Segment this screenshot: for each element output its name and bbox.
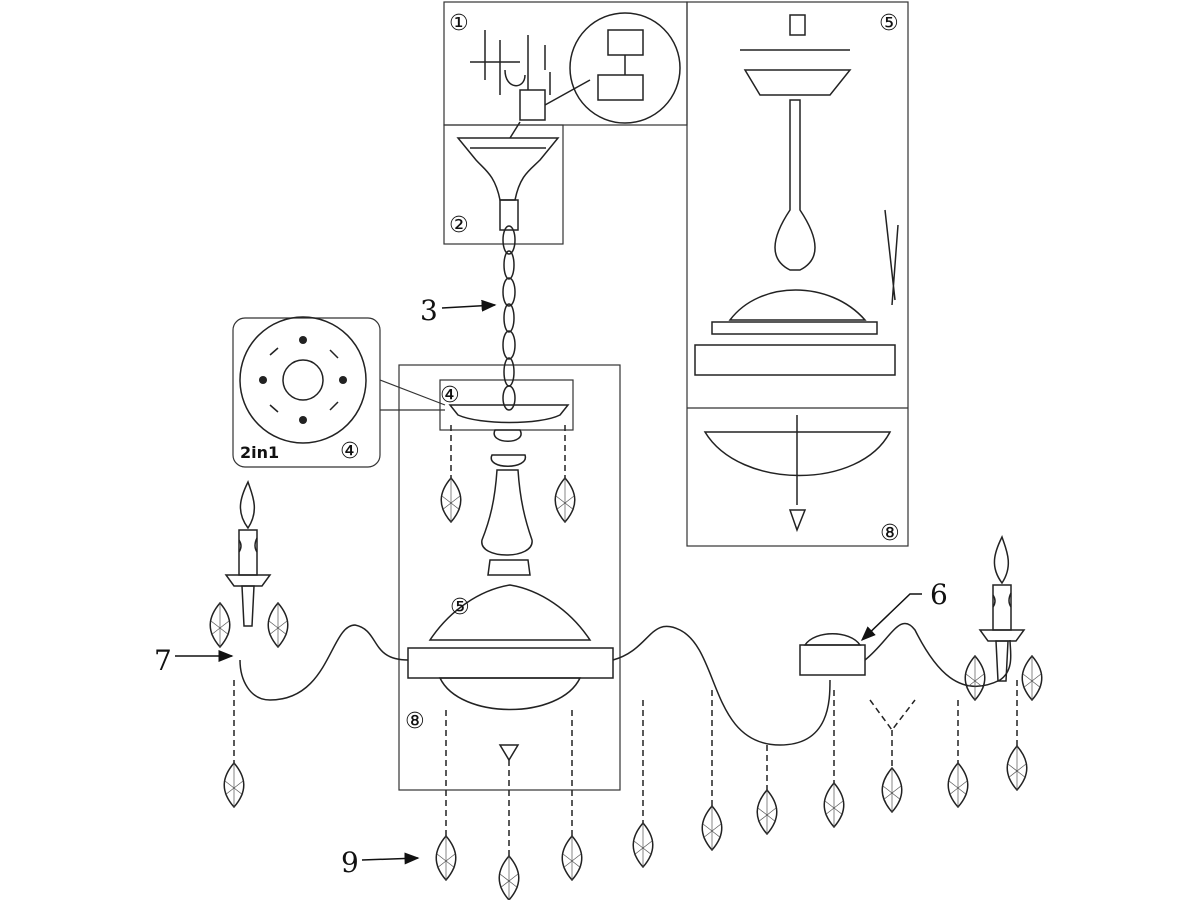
step5-panel [686, 1, 909, 547]
two-in-one-detail [232, 317, 381, 468]
label-two-in-one: 2in1 [240, 443, 279, 462]
label-part9: 9 [341, 846, 359, 879]
crystal-drops [209, 425, 1043, 900]
mounting-plate-illustration [239, 316, 367, 444]
label-step5-center: ⑤ [450, 595, 470, 620]
label-step1: ① [449, 11, 469, 36]
label-step8-panel: ⑧ [880, 521, 900, 546]
label-step8-center: ⑧ [405, 709, 425, 734]
label-part7: 7 [154, 644, 172, 677]
center-body-frame [398, 364, 621, 791]
label-part6: 6 [930, 578, 948, 611]
label-step4-detail: ④ [340, 439, 360, 464]
step5-assembly-illustration [694, 14, 899, 533]
canopy-illustration [456, 121, 560, 231]
chain [502, 225, 516, 411]
mounting-hardware-illustration [470, 12, 681, 124]
label-step5-panel: ⑤ [879, 11, 899, 36]
label-step2: ② [449, 213, 469, 238]
center-body-illustration [407, 404, 614, 762]
step1-panel [443, 1, 688, 126]
label-step4: ④ [440, 383, 460, 408]
label-part3: 3 [420, 294, 438, 327]
arms-illustration [225, 481, 1025, 746]
